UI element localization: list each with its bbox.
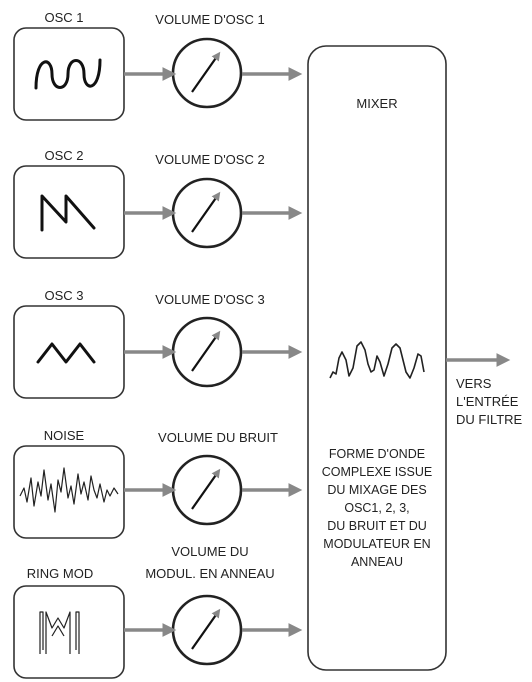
mixer-description-line: ANNEAU xyxy=(351,555,403,569)
volume-knob-ring-mod xyxy=(171,594,243,666)
mixer-description-line: FORME D'ONDE xyxy=(329,447,425,461)
volume-label-osc1: VOLUME D'OSC 1 xyxy=(155,12,264,27)
source-label-osc1: OSC 1 xyxy=(44,10,83,25)
sawtooth-wave-icon xyxy=(40,194,96,232)
volume-knob-osc2 xyxy=(171,177,243,249)
mixer-block: MIXER FORME D'ONDE COMPLEXE ISSUE DU MIX… xyxy=(307,45,447,671)
source-row-ring-mod: RING MOD VOLUME DU MODUL. EN ANNEAU xyxy=(13,544,303,679)
sine-wave-icon xyxy=(34,58,102,90)
mixer-description-line: DU BRUIT ET DU xyxy=(327,519,427,533)
needle-icon xyxy=(191,468,221,510)
osc2-box xyxy=(13,165,125,259)
source-row-osc1: OSC 1 VOLUME D'OSC 1 xyxy=(13,10,303,121)
noise-wave-icon xyxy=(19,467,119,513)
needle-icon xyxy=(191,330,221,372)
source-row-osc2: OSC 2 VOLUME D'OSC 2 xyxy=(13,148,303,259)
volume-label-ring-mod-line2: MODUL. EN ANNEAU xyxy=(145,566,274,581)
output-label-line: DU FILTRE xyxy=(456,412,523,427)
source-label-osc2: OSC 2 xyxy=(44,148,83,163)
source-label-ring-mod: RING MOD xyxy=(27,566,93,581)
mixer-description-line: DU MIXAGE DES xyxy=(327,483,426,497)
volume-label-osc2: VOLUME D'OSC 2 xyxy=(155,152,264,167)
needle-icon xyxy=(191,608,221,650)
ring-mod-box xyxy=(13,585,125,679)
volume-label-noise: VOLUME DU BRUIT xyxy=(158,430,278,445)
volume-label-osc3: VOLUME D'OSC 3 xyxy=(155,292,264,307)
mixer-description-line: OSC1, 2, 3, xyxy=(344,501,409,515)
volume-knob-noise xyxy=(171,454,243,526)
needle-icon xyxy=(191,191,221,233)
triangle-wave-icon xyxy=(36,342,96,364)
volume-label-ring-mod-line1: VOLUME DU xyxy=(171,544,248,559)
complex-wave-icon xyxy=(329,341,425,379)
osc3-box xyxy=(13,305,125,399)
output-label-line: VERS xyxy=(456,376,492,391)
mixer-title: MIXER xyxy=(356,96,397,111)
volume-knob-osc3 xyxy=(171,316,243,388)
source-label-noise: NOISE xyxy=(44,428,85,443)
output-label-line: L'ENTRÉE xyxy=(456,394,519,409)
source-row-noise: NOISE VOLUME DU BRUIT xyxy=(13,428,303,539)
ring-mod-wave-icon xyxy=(39,611,80,654)
volume-knob-osc1 xyxy=(171,37,243,109)
output-block: VERS L'ENTRÉE DU FILTRE xyxy=(446,353,523,427)
needle-icon xyxy=(191,51,221,93)
mixer-description-line: MODULATEUR EN xyxy=(323,537,430,551)
source-label-osc3: OSC 3 xyxy=(44,288,83,303)
source-row-osc3: OSC 3 VOLUME D'OSC 3 xyxy=(13,288,303,399)
mixer-description-line: COMPLEXE ISSUE xyxy=(322,465,432,479)
